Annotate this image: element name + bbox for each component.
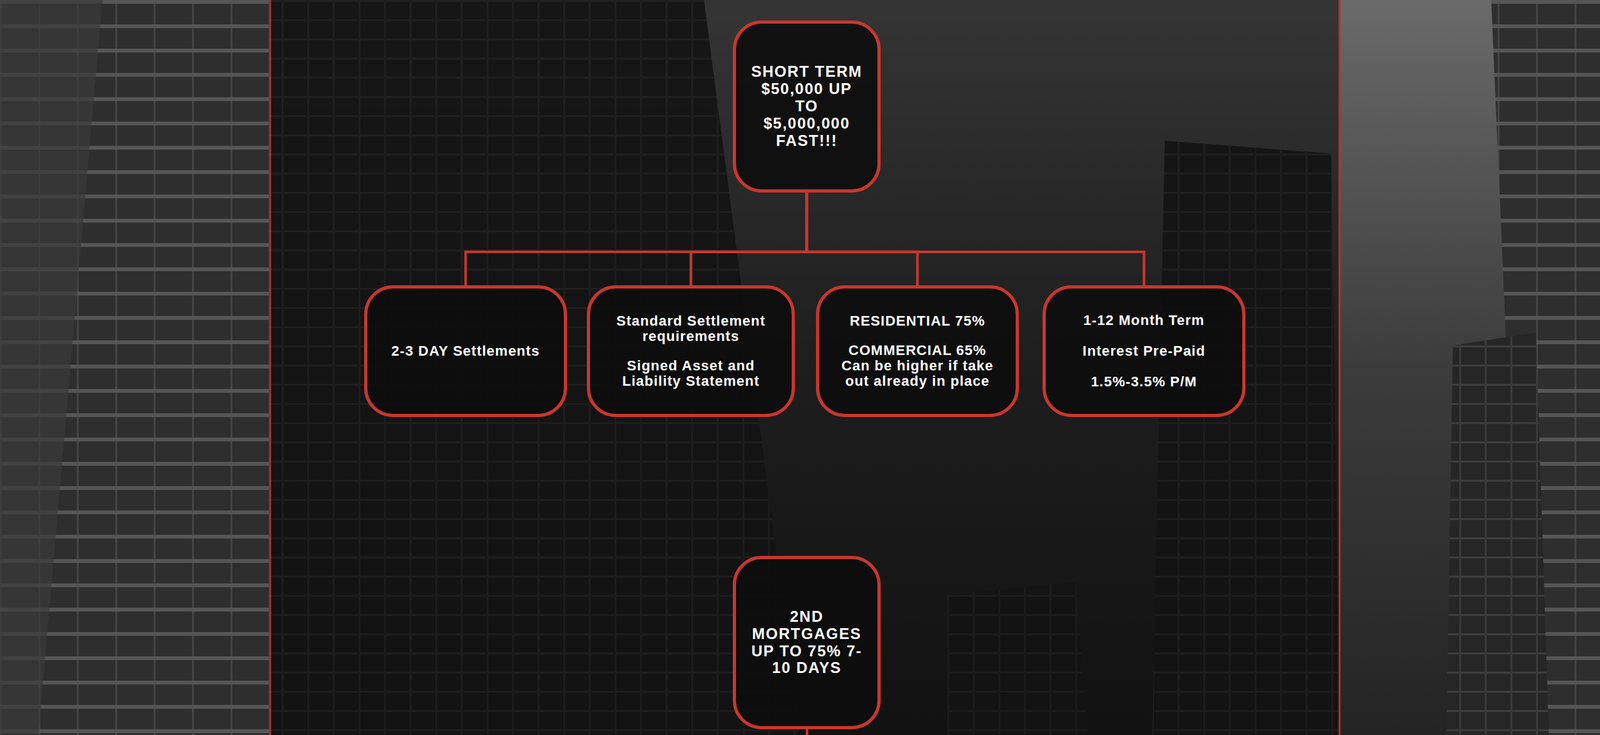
box-content: 2-3 DAY Settlements xyxy=(391,343,541,360)
rounded-box: 2ND MORTGAGES UP TO 75% 7-10 DAYS xyxy=(732,556,881,730)
rounded-box: 1-12 Month TermInterest Pre-Paid 1.5%-3.5… xyxy=(1042,285,1246,418)
box-text: Interest Pre-Paid xyxy=(1082,343,1206,360)
tree-connector xyxy=(691,192,808,286)
panel-border xyxy=(1338,0,1341,735)
tree-connector xyxy=(807,192,918,286)
box-text: SHORT TERM $50,000 UP TO $5,000,000 FAST… xyxy=(750,63,864,150)
box-content: Standard Settlement requirementsSigned A… xyxy=(599,313,783,390)
rounded-box: 2-3 DAY Settlements xyxy=(364,285,568,418)
box-text: COMMERCIAL 65% xyxy=(848,343,987,359)
box-content: 1-12 Month TermInterest Pre-Paid 1.5%-3.5… xyxy=(1082,312,1206,391)
tree-connector xyxy=(807,192,1145,286)
rounded-box: SHORT TERM $50,000 UP TO $5,000,000 FAST… xyxy=(732,20,881,193)
box-text: 2-3 DAY Settlements xyxy=(391,343,541,360)
panel-border xyxy=(269,0,272,735)
box-text: 2ND MORTGAGES UP TO 75% 7-10 DAYS xyxy=(750,608,864,678)
rounded-box: Standard Settlement requirementsSigned A… xyxy=(586,285,795,418)
box-content: RESIDENTIAL 75% COMMERCIAL 65%Can be high… xyxy=(829,313,1006,390)
box-content: SHORT TERM $50,000 UP TO $5,000,000 FAST… xyxy=(750,63,864,150)
box-text: 1-12 Month Term xyxy=(1083,312,1205,329)
box-text: Standard Settlement requirements xyxy=(599,313,783,345)
rounded-box: RESIDENTIAL 75% COMMERCIAL 65%Can be high… xyxy=(816,285,1019,418)
tree-connector xyxy=(465,192,808,286)
box-text: 1.5%-3.5% P/M xyxy=(1091,374,1198,390)
box-content: 2ND MORTGAGES UP TO 75% 7-10 DAYS xyxy=(750,608,864,678)
box-text: RESIDENTIAL 75% xyxy=(849,313,985,329)
box-text: Can be higher if take out already in pla… xyxy=(829,358,1006,390)
box-text: Signed Asset and Liability Statement xyxy=(599,358,783,390)
